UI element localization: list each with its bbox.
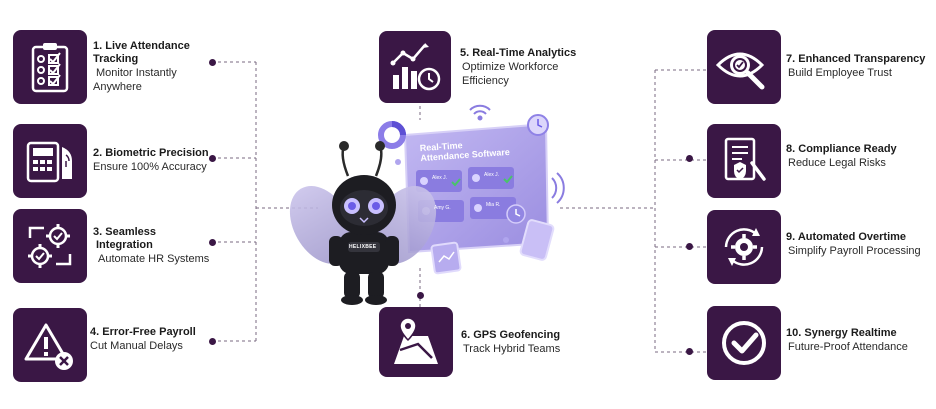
feature-text-5: 5. Real-Time Analytics Optimize Workforc… bbox=[460, 47, 576, 88]
document-shield-icon bbox=[724, 137, 766, 181]
feature-subtitle: Simplify Payroll Processing bbox=[788, 245, 921, 257]
fingerprint-scanner-icon bbox=[26, 141, 72, 183]
employee-card bbox=[470, 197, 516, 219]
feature-subtitle: Track Hybrid Teams bbox=[463, 343, 561, 355]
feature-tile-9 bbox=[707, 210, 781, 284]
feature-subtitle-line2: Efficiency bbox=[462, 75, 509, 87]
robot-label: HELIXBEE bbox=[349, 244, 377, 250]
wifi-icon bbox=[469, 104, 491, 121]
feature-text-2: 2. Biometric Precision Ensure 100% Accur… bbox=[93, 147, 209, 174]
feature-subtitle: Automate HR Systems bbox=[98, 253, 210, 265]
feature-tile-5 bbox=[379, 31, 451, 103]
feature-subtitle: Future-Proof Attendance bbox=[788, 341, 908, 353]
robot-bee-mascot bbox=[289, 141, 437, 305]
feature-text-10: 10. Synergy Realtime Future-Proof Attend… bbox=[786, 327, 908, 354]
card-name: Alex J. bbox=[432, 175, 448, 181]
feature-tile-1 bbox=[13, 30, 87, 104]
feature-title: 5. Real-Time Analytics bbox=[460, 47, 577, 59]
phone-icon bbox=[519, 219, 555, 261]
warning-error-icon bbox=[24, 323, 73, 370]
chart-clock-icon bbox=[390, 43, 441, 91]
card-name: Amy G. bbox=[434, 205, 451, 211]
employee-card bbox=[468, 167, 514, 189]
tablet-icon bbox=[430, 241, 462, 275]
card-name: Mia R. bbox=[486, 202, 501, 208]
feature-subtitle: Monitor Instantly bbox=[96, 67, 177, 79]
eye-magnifier-icon bbox=[716, 52, 765, 90]
feature-tile-8 bbox=[707, 124, 781, 198]
feature-title-line2: Tracking bbox=[93, 53, 139, 65]
feature-title: 10. Synergy Realtime bbox=[786, 327, 897, 339]
connector-dot bbox=[209, 239, 216, 246]
feature-text-6: 6. GPS Geofencing Track Hybrid Teams bbox=[461, 329, 560, 356]
feature-tile-6 bbox=[379, 307, 453, 377]
card-name: Alex J. bbox=[484, 172, 500, 178]
feature-tile-10 bbox=[707, 306, 781, 380]
feature-text-3: 3. Seamless Integration Automate HR Syst… bbox=[93, 226, 209, 266]
feature-subtitle: Cut Manual Delays bbox=[90, 340, 183, 352]
feature-title: 6. GPS Geofencing bbox=[461, 329, 561, 341]
connector-dot bbox=[209, 338, 216, 345]
feature-title: 7. Enhanced Transparency bbox=[786, 53, 926, 65]
connector-dot bbox=[686, 155, 693, 162]
timer-icon bbox=[506, 204, 526, 224]
connector-dot bbox=[686, 348, 693, 355]
feature-title: 2. Biometric Precision bbox=[93, 147, 209, 159]
feature-text-1: 1. Live Attendance Tracking Monitor Inst… bbox=[93, 40, 190, 94]
employee-card bbox=[416, 170, 462, 192]
feature-title: 9. Automated Overtime bbox=[786, 231, 907, 243]
gears-sync-icon bbox=[28, 224, 72, 268]
check-circle-icon bbox=[722, 321, 766, 365]
feature-subtitle: Ensure 100% Accuracy bbox=[93, 161, 207, 173]
feature-text-7: 7. Enhanced Transparency Build Employee … bbox=[786, 53, 925, 80]
donut-chart-icon bbox=[378, 121, 406, 149]
connector-dot bbox=[417, 292, 424, 299]
feature-subtitle: Optimize Workforce bbox=[462, 61, 559, 73]
gear-clock-icon bbox=[724, 228, 764, 266]
feature-text-4: 4. Error-Free Payroll Cut Manual Delays bbox=[90, 326, 196, 353]
connector-dot bbox=[209, 59, 216, 66]
feature-tile-3 bbox=[13, 209, 87, 283]
connector-dot bbox=[209, 155, 216, 162]
feature-tile-2 bbox=[13, 124, 87, 198]
feature-title: 4. Error-Free Payroll bbox=[90, 326, 196, 338]
feature-title-line2: Integration bbox=[96, 239, 153, 251]
clipboard-checklist-icon bbox=[31, 43, 69, 93]
connector-dot bbox=[686, 243, 693, 250]
feature-subtitle: Build Employee Trust bbox=[788, 67, 892, 79]
feature-text-9: 9. Automated Overtime Simplify Payroll P… bbox=[786, 231, 921, 258]
clock-icon bbox=[527, 114, 549, 136]
signal-icon bbox=[551, 172, 565, 204]
feature-title: 1. Live Attendance bbox=[93, 40, 190, 52]
feature-text-8: 8. Compliance Ready Reduce Legal Risks bbox=[786, 143, 897, 170]
feature-title: 8. Compliance Ready bbox=[786, 143, 897, 155]
feature-tile-7 bbox=[707, 30, 781, 104]
feature-subtitle-line2: Anywhere bbox=[93, 81, 142, 93]
map-pin-icon bbox=[394, 317, 438, 364]
feature-subtitle: Reduce Legal Risks bbox=[788, 157, 886, 169]
feature-tile-4 bbox=[13, 308, 87, 382]
feature-title: 3. Seamless bbox=[93, 226, 157, 238]
